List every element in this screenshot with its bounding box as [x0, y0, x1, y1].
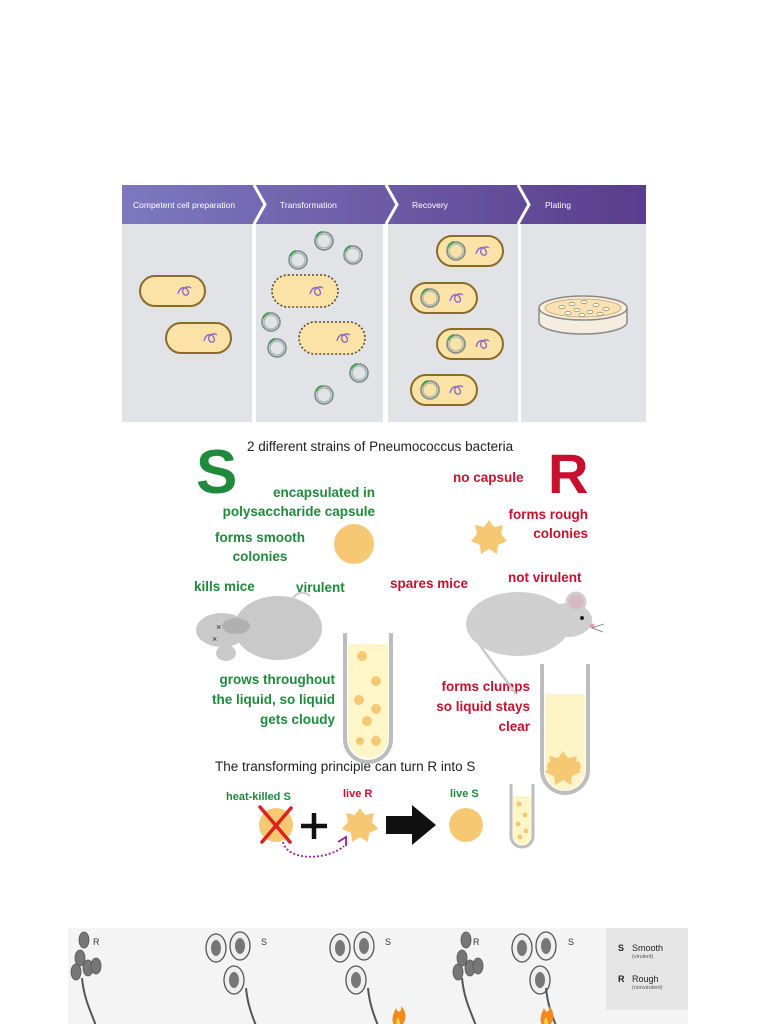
plasmid: [314, 231, 334, 251]
s-capsule-text: encapsulated in polysaccharide capsule: [204, 483, 375, 521]
competent-cell: [165, 322, 232, 354]
diagram-title: 2 different strains of Pneumococcus bact…: [247, 439, 514, 454]
petri-dish-icon: [538, 295, 628, 335]
competent-cell: [139, 275, 206, 307]
heat-killed-smooth-strain-icon: [511, 931, 561, 1024]
transforming-cell: [271, 274, 339, 308]
strain-illustrations: [70, 931, 561, 1024]
s-virulence-text: virulent: [296, 580, 345, 595]
s-growth-text: grows throughout the liquid, so liquid g…: [188, 670, 335, 730]
plasmid: [267, 338, 287, 358]
live-s-label: live S: [450, 788, 479, 800]
svg-text:×: ×: [212, 634, 217, 644]
s-mice-text: kills mice: [194, 579, 255, 594]
plasmid: [343, 245, 363, 265]
s-capsule-line-1: encapsulated in: [272, 485, 375, 500]
heat-killed-s-label: heat-killed S: [226, 791, 291, 803]
s-growth-line-3: gets cloudy: [259, 712, 335, 727]
s-growth-line-2: the liquid, so liquid: [212, 692, 335, 707]
r-colonies-text: forms rough colonies: [484, 505, 589, 543]
legend-letter: R: [618, 974, 625, 984]
plasmid: [261, 312, 281, 332]
strain-label: S: [385, 937, 392, 947]
cross-mark-icon: [258, 805, 293, 844]
recovered-cell: [436, 235, 504, 267]
heat-killed-smooth-strain-icon: [329, 931, 406, 1024]
plasmid: [349, 363, 369, 383]
r-growth-line-3: clear: [498, 719, 530, 734]
stage-separator-arrow: [252, 185, 267, 224]
r-colonies-line-1: forms rough: [508, 507, 589, 522]
legend-letter: S: [618, 943, 625, 953]
strain-label: S: [261, 937, 268, 947]
right-arrow-icon: [386, 805, 436, 845]
legend-note: (virulent): [632, 954, 654, 960]
transformation-workflow-diagram: Competent cell preparation Transformatio…: [122, 185, 646, 422]
plus-icon: [301, 813, 327, 839]
live-s-colony-icon: [449, 808, 483, 842]
r-strain-letter: R: [548, 442, 589, 505]
live-r-colony-icon: [342, 808, 378, 842]
r-capsule-text: no capsule: [453, 470, 524, 485]
stage-separator-arrow: [516, 185, 531, 224]
s-growth-line-1: grows throughout: [219, 672, 335, 687]
transformed-culture-tube-icon: [509, 784, 535, 849]
s-colonies-line-1: forms smooth: [214, 530, 305, 545]
dead-mouse-icon: × ×: [196, 591, 322, 661]
recovered-cell: [436, 328, 504, 360]
strain-label: R: [93, 937, 100, 947]
stage-label-competent-cell-preparation: Competent cell preparation: [133, 200, 236, 210]
stage-label-plating: Plating: [545, 200, 571, 210]
plasmid: [288, 250, 308, 270]
legend-note: (nonvirulent): [632, 985, 663, 991]
r-mice-text: spares mice: [390, 576, 469, 591]
s-strain-letter: S: [196, 438, 238, 507]
recovered-cell: [410, 282, 478, 314]
plasmid: [314, 385, 334, 405]
stage-separator-arrow: [384, 185, 399, 224]
r-culture-tube-icon: [540, 664, 590, 795]
s-colonies-text: forms smooth colonies: [205, 528, 315, 566]
stage-label-transformation: Transformation: [280, 200, 337, 210]
r-growth-line-1: forms clumps: [441, 679, 530, 694]
transfer-arrowhead-icon: [337, 835, 347, 846]
s-culture-tube-icon: [343, 633, 393, 764]
legend-name: Smooth: [632, 943, 664, 953]
svg-text:×: ×: [216, 622, 221, 632]
r-colonies-line-2: colonies: [533, 526, 588, 541]
heat-killed-s-colony-icon: [259, 808, 293, 842]
s-colonies-line-2: colonies: [232, 549, 288, 564]
legend-name: Rough: [632, 974, 659, 984]
workflow-header-bar: [122, 185, 646, 224]
griffith-experiment-diagram: 2 different strains of Pneumococcus bact…: [178, 432, 606, 864]
recovered-cell: [410, 374, 478, 406]
strain-injection-strip: R S S R S S Smooth (virulent) R Rough (n…: [68, 928, 688, 1024]
r-growth-line-2: so liquid stays: [436, 699, 530, 714]
smooth-strain-cells-icon: [205, 931, 261, 1024]
live-r-label: live R: [343, 788, 373, 800]
strain-legend: S Smooth (virulent) R Rough (nonvirulent…: [606, 928, 688, 1010]
strain-label: R: [473, 937, 480, 947]
transforming-principle-text: The transforming principle can turn R in…: [215, 759, 476, 774]
strain-label: S: [568, 937, 575, 947]
s-capsule-line-2: polysaccharide capsule: [222, 504, 375, 519]
transfer-dashed-arrow: [282, 841, 345, 858]
r-growth-text: forms clumps so liquid stays clear: [422, 677, 530, 737]
r-virulence-text: not virulent: [508, 570, 582, 585]
smooth-colony-icon: [334, 524, 374, 564]
transforming-cell: [298, 321, 366, 355]
stage-label-recovery: Recovery: [412, 200, 448, 210]
workflow-illustrations: [139, 231, 628, 406]
